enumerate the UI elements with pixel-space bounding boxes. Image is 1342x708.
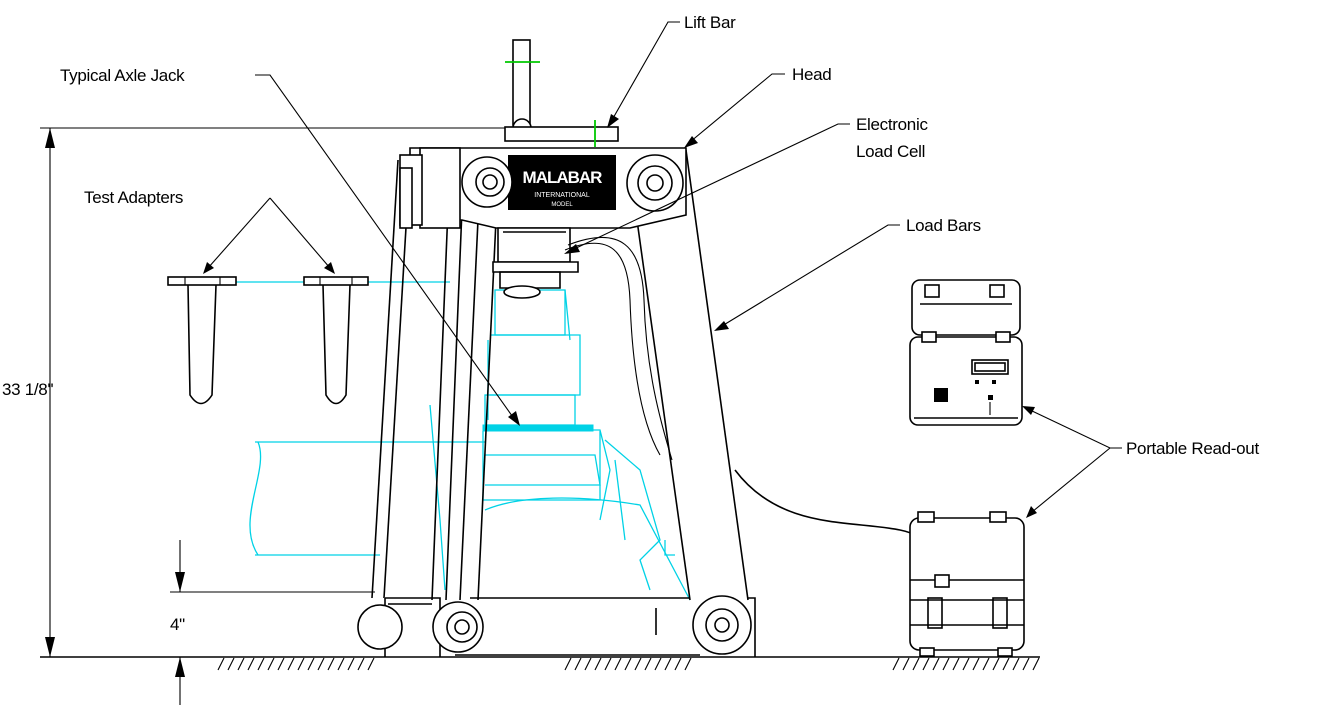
ground-hatch-mark	[564, 657, 572, 671]
label-typical-axle-jack: Typical Axle Jack	[60, 66, 185, 85]
load-bars	[371, 149, 756, 657]
ground-hatch-mark	[574, 657, 582, 671]
ground-hatch-mark	[297, 657, 305, 671]
ground-hatch-mark	[287, 657, 295, 671]
ground-hatch-mark	[932, 657, 940, 671]
nameplate-line2: INTERNATIONAL	[534, 192, 590, 199]
nameplate-line3: MODEL	[551, 202, 573, 208]
ground-hatch-mark	[267, 657, 275, 671]
ground-hatch-mark	[624, 657, 632, 671]
ground-hatch-mark	[357, 657, 365, 671]
ground-hatch-mark	[1022, 657, 1030, 671]
ground	[40, 656, 1040, 671]
head-assembly: MALABAR INTERNATIONAL MODEL	[399, 39, 687, 461]
ground-hatch-mark	[367, 657, 375, 671]
ground-hatch-mark	[584, 657, 592, 671]
leader-lines	[203, 21, 1122, 518]
test-adapter-left	[167, 276, 237, 405]
label-load-bars: Load Bars	[906, 216, 981, 235]
axle-jack-phantom	[168, 281, 691, 601]
ground-hatch-mark	[594, 657, 602, 671]
portable-readout-open	[909, 279, 1023, 426]
label-electronic: Electronic	[856, 115, 928, 134]
ground-hatch-mark	[952, 657, 960, 671]
portable-readout-closed	[909, 511, 1025, 657]
ground-hatch-mark	[604, 657, 612, 671]
ground-hatch-mark	[237, 657, 245, 671]
ground-hatch-mark	[902, 657, 910, 671]
ground-hatch-mark	[634, 657, 642, 671]
ground-hatch-mark	[992, 657, 1000, 671]
label-load-cell: Load Cell	[856, 142, 925, 161]
ground-hatch-mark	[614, 657, 622, 671]
label-dim-overall: 33 1/8"	[2, 380, 53, 399]
ground-hatch-mark	[217, 657, 225, 671]
ground-hatch-mark	[337, 657, 345, 671]
label-dim-clearance: 4"	[170, 615, 185, 634]
label-portable-readout: Portable Read-out	[1126, 439, 1259, 458]
ground-hatch-mark	[962, 657, 970, 671]
ground-hatch-mark	[1002, 657, 1010, 671]
ground-hatch-mark	[1032, 657, 1040, 671]
ground-hatch-mark	[317, 657, 325, 671]
ground-hatch-mark	[654, 657, 662, 671]
ground-hatch-mark	[257, 657, 265, 671]
ground-hatch-mark	[227, 657, 235, 671]
dimension-overall-height	[40, 127, 505, 657]
ground-hatch-mark	[912, 657, 920, 671]
ground-hatch-mark	[664, 657, 672, 671]
ground-hatch-mark	[327, 657, 335, 671]
test-adapter-right	[303, 276, 369, 405]
labels: Lift Bar Head Typical Axle Jack Electron…	[2, 13, 1260, 634]
nameplate-brand: MALABAR	[523, 168, 603, 187]
ground-hatch-mark	[942, 657, 950, 671]
ground-hatch-mark	[684, 657, 692, 671]
ground-hatch-mark	[972, 657, 980, 671]
ground-hatch-mark	[347, 657, 355, 671]
ground-hatch-mark	[922, 657, 930, 671]
ground-hatch-mark	[982, 657, 990, 671]
ground-hatch-mark	[247, 657, 255, 671]
dimension-clearance	[170, 540, 375, 705]
label-head: Head	[792, 65, 831, 84]
bottom-wheels	[357, 167, 752, 655]
ground-hatch-mark	[1012, 657, 1020, 671]
label-test-adapters: Test Adapters	[84, 188, 183, 207]
ground-hatch-mark	[644, 657, 652, 671]
label-lift-bar: Lift Bar	[684, 13, 736, 32]
ground-hatch-mark	[307, 657, 315, 671]
ground-hatch-mark	[277, 657, 285, 671]
ground-hatch-mark	[892, 657, 900, 671]
ground-hatch-mark	[674, 657, 682, 671]
